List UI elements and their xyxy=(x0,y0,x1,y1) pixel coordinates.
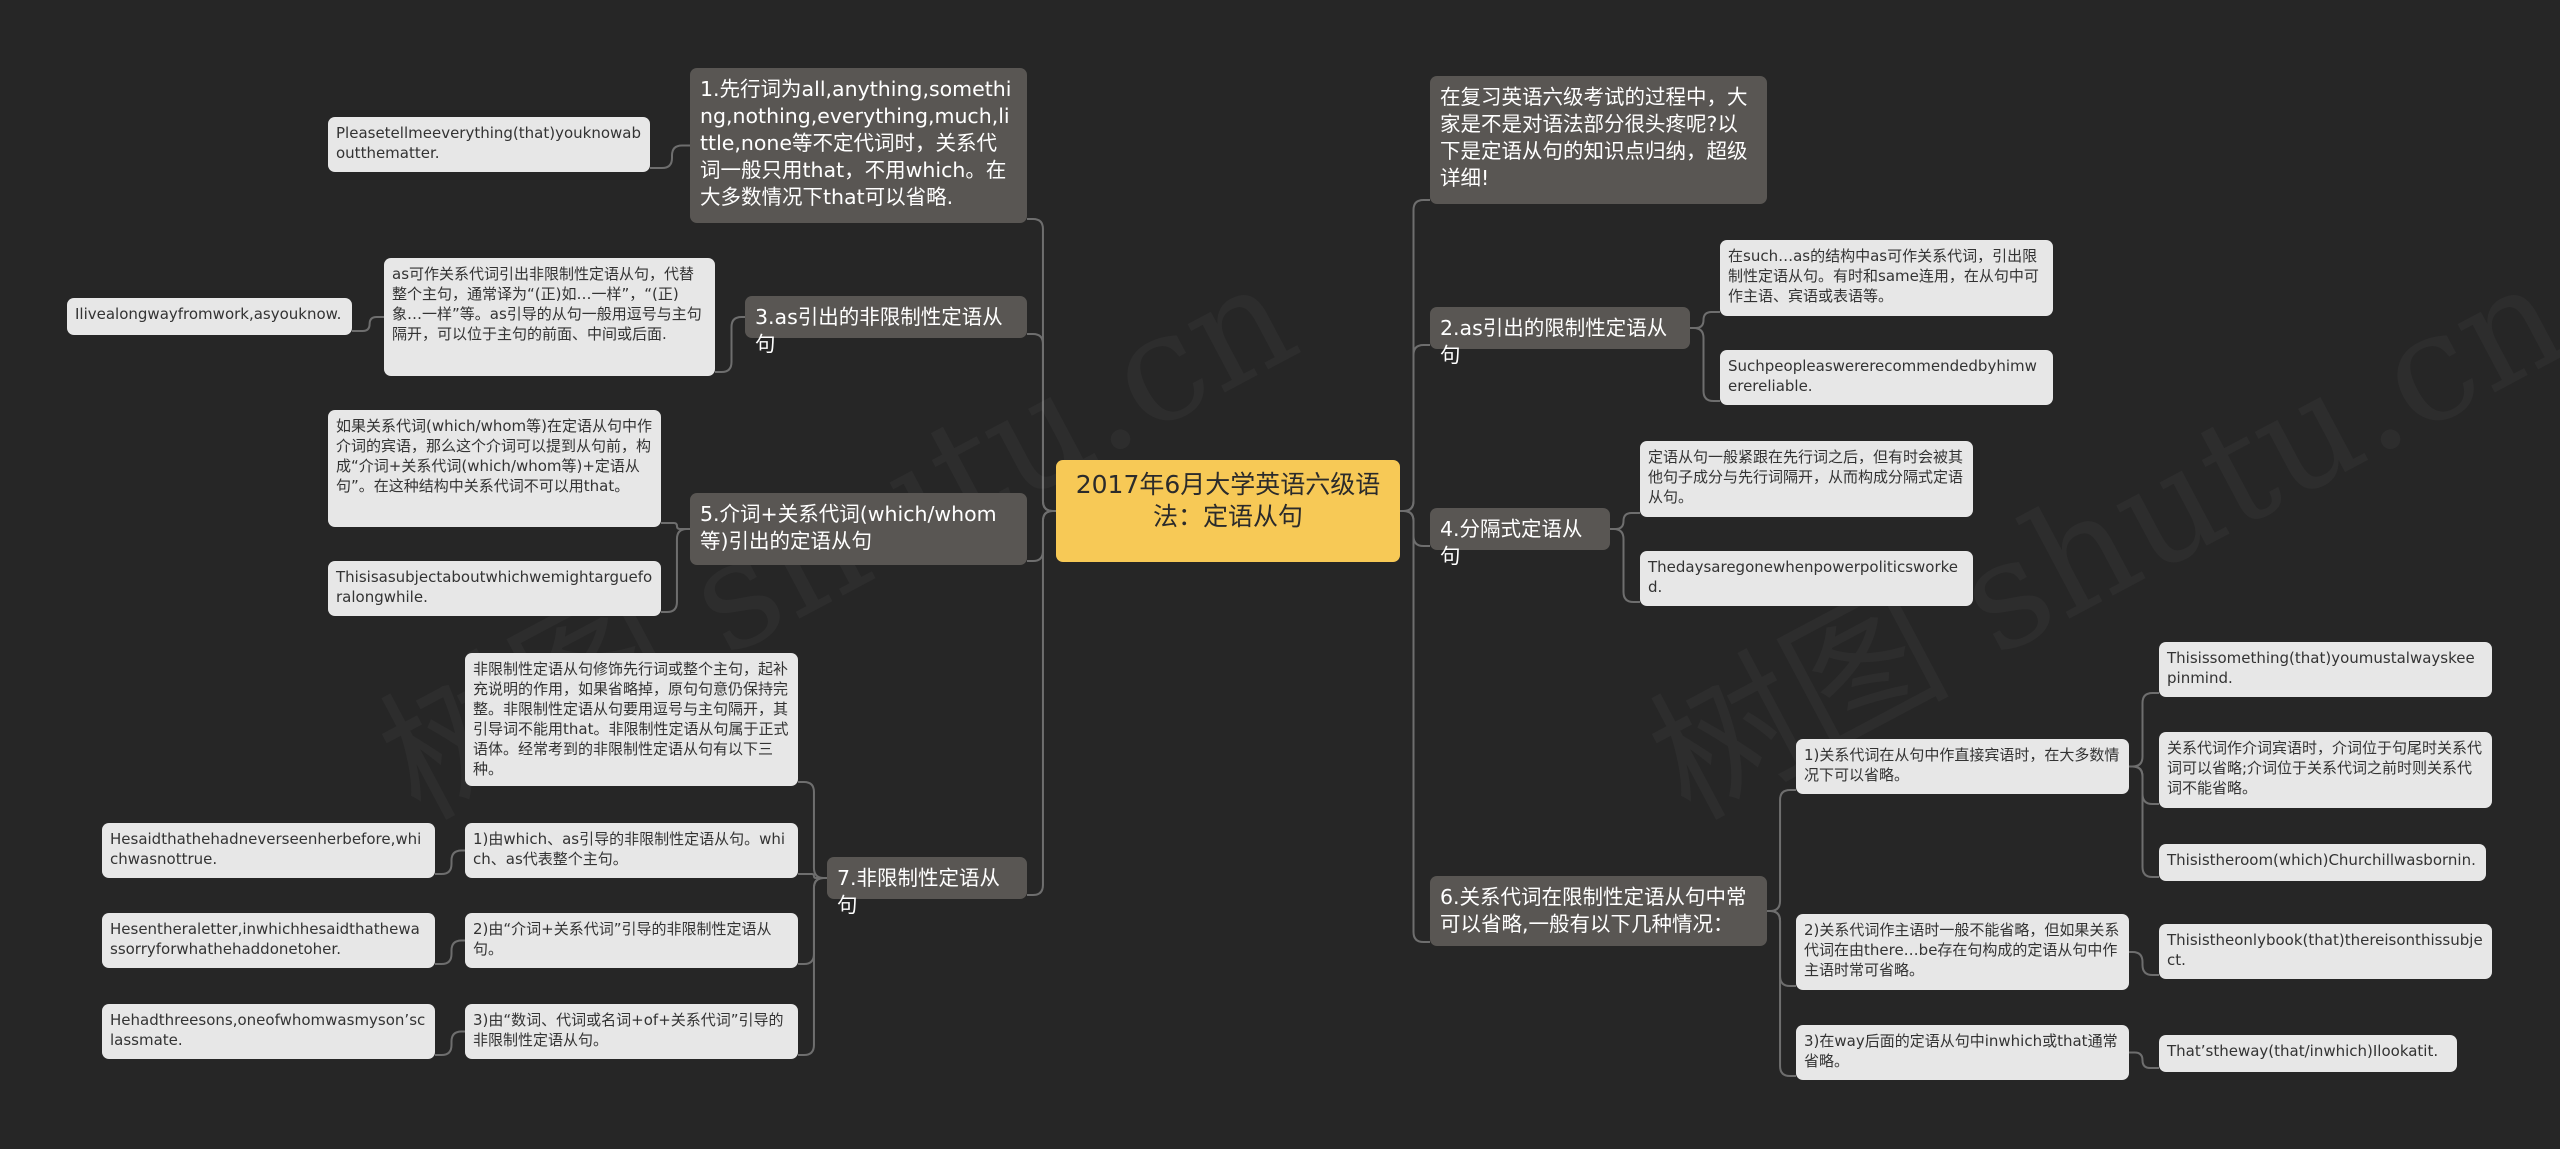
connector-line xyxy=(661,528,690,613)
example-everything-matter[interactable]: Pleasetellmeeverything(that)youknowabout… xyxy=(328,117,650,172)
example-three-sons[interactable]: Hehadthreesons,oneofwhomwasmyson’sclassm… xyxy=(102,1004,435,1059)
note-such-as-structure[interactable]: 在such…as的结构中as可作关系代词，引出限制性定语从句。有时和same连用… xyxy=(1720,240,2053,316)
connector-line xyxy=(650,144,690,169)
connector-line xyxy=(435,1030,465,1056)
connector-line xyxy=(2129,765,2159,805)
topic-3-as-non-restrictive[interactable]: 3.as引出的非限制性定语从句 xyxy=(745,296,1027,356)
rule-which-as-non-restrictive[interactable]: 1)由which、as引导的非限制性定语从句。which、as代表整个主句。 xyxy=(465,823,798,878)
connector-line xyxy=(1027,218,1056,512)
connector-line xyxy=(1690,311,1720,329)
topic-5-preposition-relative[interactable]: 5.介词+关系代词(which/whom等)引出的定语从句 xyxy=(690,493,1027,565)
example-churchill-room[interactable]: Thisistheroom(which)Churchillwasbornin. xyxy=(2159,844,2486,881)
rule-number-of-relative[interactable]: 3)由“数词、代词或名词+of+关系代词”引导的非限制性定语从句。 xyxy=(465,1004,798,1059)
example-live-long-way[interactable]: Ilivealongwayfromwork,asyouknow. xyxy=(67,298,352,335)
connector-line xyxy=(661,522,690,530)
topic-7-non-restrictive[interactable]: 7.非限制性定语从句 xyxy=(827,857,1027,917)
connector-line xyxy=(798,781,827,879)
connector-line xyxy=(435,849,465,875)
connector-line xyxy=(1027,333,1056,512)
rule-subject-there-be[interactable]: 2)关系代词作主语时一般不能省略，但如果关系代词在由there…be存在句构成的… xyxy=(1796,914,2129,990)
root-topic[interactable]: 2017年6月大学英语六级语法：定语从句 xyxy=(1056,460,1400,562)
example-subject-argue[interactable]: Thisisasubjectaboutwhichwemightarguefora… xyxy=(328,561,661,616)
connector-line xyxy=(1767,910,1796,987)
note-preposition-object[interactable]: 关系代词作介词宾语时，介词位于句尾时关系代词可以省略;介词位于关系代词之前时则关… xyxy=(2159,732,2492,808)
rule-preposition-relative-non-restrictive[interactable]: 2)由“介词+关系代词”引导的非限制性定语从句。 xyxy=(465,913,798,968)
example-days-are-gone[interactable]: Thedaysaregonewhenpowerpoliticsworked. xyxy=(1640,551,1973,606)
topic-4-separated-clause[interactable]: 4.分隔式定语从句 xyxy=(1430,508,1610,568)
rule-direct-object-omit[interactable]: 1)关系代词在从句中作直接宾语时，在大多数情况下可以省略。 xyxy=(1796,739,2129,794)
connector-line xyxy=(1610,528,1640,603)
connector-line xyxy=(1027,510,1056,896)
connector-line xyxy=(1027,510,1056,562)
example-sent-her-letter[interactable]: Hesentheraletter,inwhichhesaidthathewass… xyxy=(102,913,435,968)
connector-line xyxy=(1610,512,1640,530)
example-such-people[interactable]: Suchpeopleaswererecommendedbyhimwerereli… xyxy=(1720,350,2053,405)
note-non-restrictive-definition[interactable]: 非限制性定语从句修饰先行词或整个主句，起补充说明的作用，如果省略掉，原句句意仍保… xyxy=(465,653,798,786)
connector-line xyxy=(715,316,745,373)
connector-line xyxy=(1690,327,1720,402)
example-the-way[interactable]: That’stheway(that/inwhich)Ilookatit. xyxy=(2159,1035,2457,1072)
topic-2-as-restrictive[interactable]: 2.as引出的限制性定语从句 xyxy=(1430,307,1690,367)
note-as-relative-pronoun[interactable]: as可作关系代词引出非限制性定语从句，代替整个主句，通常译为“(正)如…一样”，… xyxy=(384,258,715,376)
connector-line xyxy=(1400,344,1430,512)
example-keep-in-mind[interactable]: Thisissomething(that)youmustalwayskeepin… xyxy=(2159,642,2492,697)
connector-line xyxy=(2129,765,2159,878)
topic-1-indefinite-pronoun-antecedent[interactable]: 1.先行词为all,anything,something,nothing,eve… xyxy=(690,68,1027,223)
intro-topic[interactable]: 在复习英语六级考试的过程中，大家是不是对语法部分很头疼呢?以下是定语从句的知识点… xyxy=(1430,76,1767,204)
connector-line xyxy=(1400,199,1430,512)
connector-line xyxy=(1400,510,1430,547)
connector-line xyxy=(1767,910,1796,1077)
connector-line xyxy=(798,877,827,1056)
note-separated-clause[interactable]: 定语从句一般紧跟在先行词之后，但有时会被其他句子成分与先行词隔开，从而构成分隔式… xyxy=(1640,441,1973,517)
connector-line xyxy=(798,877,827,965)
example-only-book[interactable]: Thisistheonlybook(that)thereisonthissubj… xyxy=(2159,924,2492,979)
connector-line xyxy=(1400,510,1430,943)
connector-line xyxy=(2129,692,2159,768)
topic-6-omit-relative-pronoun[interactable]: 6.关系代词在限制性定语从句中常可以省略,一般有以下几种情况： xyxy=(1430,876,1767,946)
rule-way-in-which[interactable]: 3)在way后面的定语从句中inwhich或that通常省略。 xyxy=(1796,1025,2129,1080)
connector-line xyxy=(798,873,827,879)
connector-line xyxy=(1767,789,1796,912)
connector-line xyxy=(2129,1051,2159,1069)
note-preposition-relative-rule[interactable]: 如果关系代词(which/whom等)在定语从句中作介词的宾语，那么这个介词可以… xyxy=(328,410,661,527)
connector-line xyxy=(435,939,465,965)
connector-line xyxy=(2129,951,2159,976)
connector-line xyxy=(352,316,384,332)
example-never-seen-her[interactable]: Hesaidthathehadneverseenherbefore,whichw… xyxy=(102,823,435,878)
